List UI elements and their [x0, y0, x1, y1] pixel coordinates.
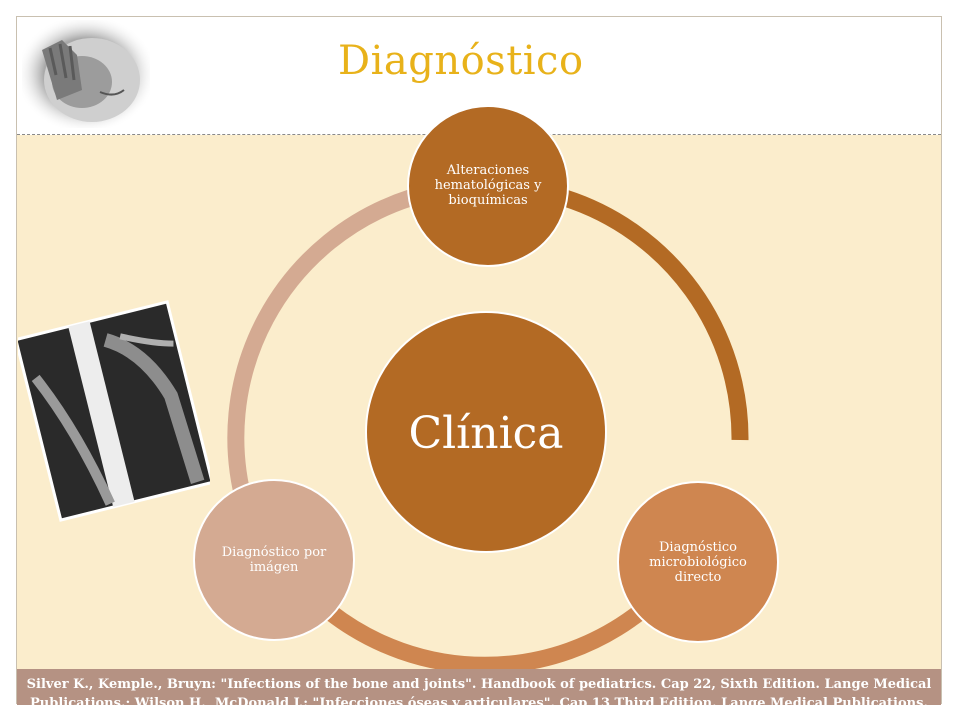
node-left-circle	[193, 479, 355, 641]
ring-arc-top-right	[562, 189, 749, 441]
node-label-left: Diagnóstico por imágen	[221, 545, 327, 575]
footer-reference-bar: Silver K., Kemple., Bruyn: "Infections o…	[17, 669, 941, 705]
node-label-top: Alteraciones hematológicas y bioquímicas	[434, 162, 542, 208]
footer-reference-text: Silver K., Kemple., Bruyn: "Infections o…	[26, 677, 932, 705]
baby-photo	[22, 20, 150, 128]
center-label: Clínica	[408, 407, 564, 459]
ring-arc-left	[227, 189, 413, 508]
node-right-circle	[617, 481, 779, 643]
node-top-circle	[407, 105, 569, 267]
node-label-right: Diagnóstico microbiológico directo	[649, 539, 747, 585]
ring-arc-bottom	[324, 605, 646, 674]
slide-title: Diagnóstico	[338, 38, 584, 84]
xray-image	[18, 300, 210, 522]
center-circle	[365, 311, 607, 553]
